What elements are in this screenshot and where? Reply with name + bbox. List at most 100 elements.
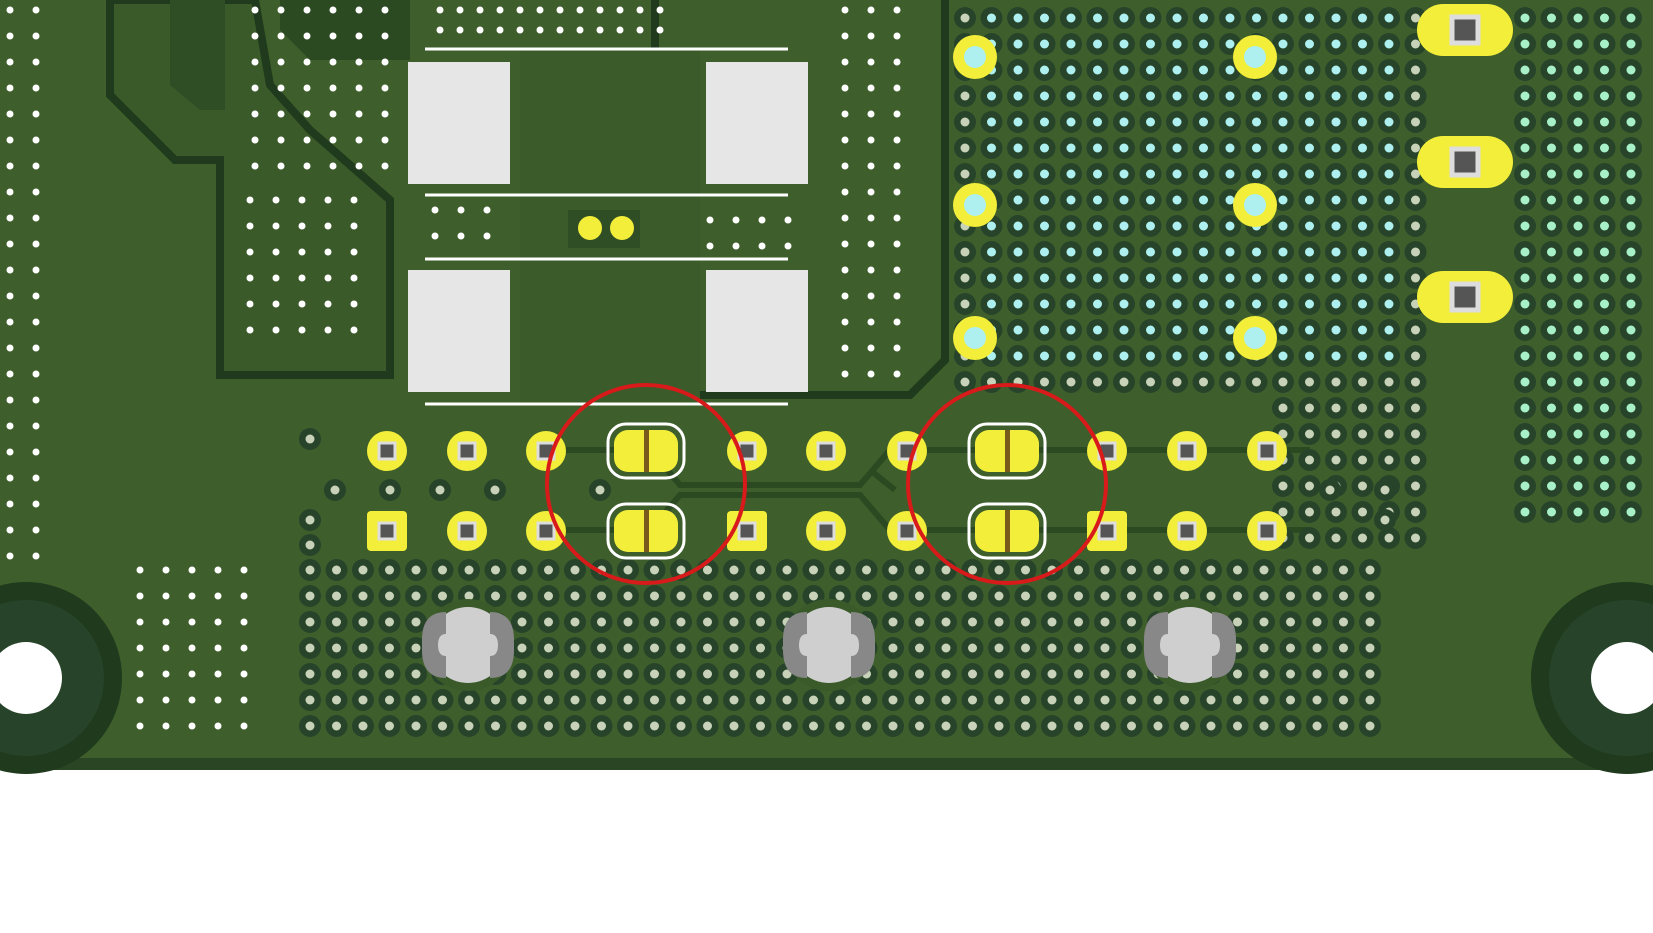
jumper <box>967 502 1047 560</box>
via-dot <box>272 274 280 282</box>
via <box>1113 189 1135 211</box>
via <box>1514 85 1536 107</box>
via-dot <box>841 266 849 274</box>
via <box>484 559 507 581</box>
via <box>1593 501 1616 523</box>
via <box>1147 585 1169 607</box>
via <box>954 163 976 185</box>
jumper <box>967 422 1047 480</box>
via <box>1279 715 1302 737</box>
via <box>1540 33 1563 55</box>
via <box>1007 189 1029 211</box>
via <box>1620 423 1642 445</box>
via-dot <box>272 196 280 204</box>
via-dot <box>6 214 14 222</box>
via <box>405 715 427 737</box>
via <box>299 509 321 531</box>
via <box>1351 293 1374 315</box>
via-dot <box>350 248 358 256</box>
via <box>1041 585 1063 607</box>
via <box>1359 715 1381 737</box>
via-dot <box>6 240 14 248</box>
via <box>1298 33 1321 55</box>
via <box>1139 371 1162 393</box>
highlight-circle <box>545 383 747 585</box>
via <box>1219 163 1241 185</box>
via <box>1219 241 1241 263</box>
via-dot <box>893 84 901 92</box>
small-pad <box>610 216 634 240</box>
via <box>935 585 957 607</box>
via <box>980 7 1003 29</box>
via <box>1351 371 1374 393</box>
via <box>1298 475 1321 497</box>
via <box>1540 7 1563 29</box>
via <box>1298 527 1321 549</box>
via <box>1060 33 1082 55</box>
via-dot <box>32 32 40 40</box>
via <box>1033 293 1056 315</box>
via-dot <box>32 448 40 456</box>
via-dot <box>893 214 901 222</box>
via <box>378 689 401 711</box>
via <box>1192 59 1215 81</box>
via <box>1272 7 1294 29</box>
via <box>1298 241 1321 263</box>
via <box>1514 7 1536 29</box>
standoff <box>422 599 514 691</box>
via <box>564 715 586 737</box>
via <box>1272 475 1294 497</box>
via <box>1620 319 1642 341</box>
via-dot <box>214 592 222 600</box>
via-dot <box>6 188 14 196</box>
via <box>511 559 533 581</box>
via <box>299 663 321 685</box>
via <box>1325 215 1347 237</box>
via <box>1041 611 1063 633</box>
via-dot <box>616 26 624 34</box>
via <box>378 611 401 633</box>
via <box>1192 163 1215 185</box>
via <box>723 715 745 737</box>
via <box>1378 241 1400 263</box>
via <box>1033 111 1056 133</box>
via <box>1166 371 1188 393</box>
via-dot <box>303 6 311 14</box>
via-dot <box>893 318 901 326</box>
via-dot <box>350 300 358 308</box>
via <box>484 479 506 501</box>
via <box>1272 319 1294 341</box>
via <box>1567 111 1589 133</box>
via <box>1060 85 1082 107</box>
via-dot <box>277 110 285 118</box>
via <box>511 611 533 633</box>
via <box>1007 345 1029 367</box>
via <box>1378 189 1400 211</box>
via <box>1245 293 1268 315</box>
via <box>352 689 374 711</box>
header-pad <box>447 511 487 551</box>
via <box>511 585 533 607</box>
via <box>1567 85 1589 107</box>
via <box>1067 689 1090 711</box>
via <box>1060 111 1082 133</box>
via <box>1113 163 1135 185</box>
via-dot <box>251 58 259 66</box>
via <box>1567 137 1589 159</box>
via-dot <box>784 242 792 250</box>
via <box>1514 371 1536 393</box>
via-dot <box>329 84 337 92</box>
via-dot <box>272 222 280 230</box>
via <box>1359 585 1381 607</box>
via <box>1325 501 1347 523</box>
via-dot <box>483 206 491 214</box>
via-dot <box>457 232 465 240</box>
via-dot <box>867 32 875 40</box>
via <box>1245 111 1268 133</box>
via-dot <box>214 618 222 626</box>
via <box>802 715 825 737</box>
jumpers <box>606 422 1047 560</box>
via <box>1192 371 1215 393</box>
via-dot <box>136 670 144 678</box>
via <box>325 559 348 581</box>
